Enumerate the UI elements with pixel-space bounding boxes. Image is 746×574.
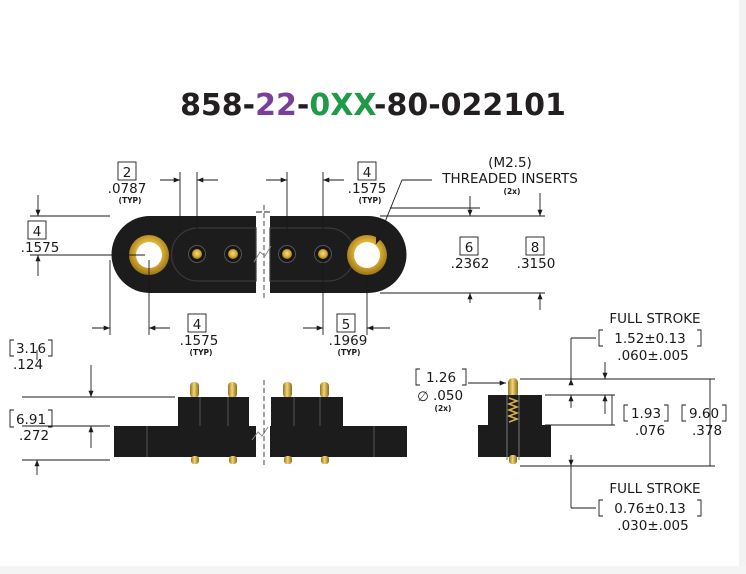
threaded-insert-left [129,235,169,275]
end-mid-mm: 1.93 [631,406,661,422]
dim-bottom-right-note: (TYP) [338,348,361,357]
stroke-bot-label: FULL STROKE [609,481,700,497]
right-edge-strip [739,0,746,574]
side-upper-block-left [178,397,249,426]
end-total-mm: 9.60 [689,406,719,422]
dim-edge-y: 4 .1575 [21,220,60,256]
end-flange [478,425,551,457]
side-flange-right [270,426,407,457]
dim-width-b: 8 .3150 [517,236,556,272]
dim-hole-off-in: .1575 [348,181,387,197]
part-suffix: -80-022101 [374,88,566,123]
dim-width-a-in: .2362 [451,256,490,272]
callout-stroke-bottom: FULL STROKE 0.76±0.13 .030±.005 [598,481,702,534]
dim-side-lower-in: .272 [19,428,49,444]
part-separator: - [296,88,310,123]
side-pins-bottom [191,456,329,464]
part-number-title: 858-22-0XX-80-022101 [0,88,746,123]
bottom-edge-strip [0,566,746,574]
end-mid-in: .076 [635,423,665,439]
stroke-bot-in: .030±.005 [617,518,688,534]
dim-side-upper: 3.16 .124 [9,339,53,373]
dim-pin-diameter: 1.26 ∅ .050 (2x) [415,368,467,413]
dim-pitch-note: (TYP) [119,196,142,205]
thread-label: THREADED INSERTS [441,171,578,187]
top-view: 2 .0787 (TYP) 4 .1575 (TYP) (M2.5) THREA… [21,155,578,357]
pin-top-4 [314,245,332,263]
dim-bottom-left: 4 .1575 (TYP) [180,313,219,357]
stroke-top-in: .060±.005 [617,348,688,364]
break-mark-top [253,245,272,263]
end-total-in: .378 [692,423,722,439]
end-pin-bottom [509,455,517,464]
dim-width-a: 6 .2362 [451,236,490,272]
break-mark-side [251,426,269,441]
side-upper-block-right [271,397,343,426]
dim-side-upper-in: .124 [13,357,43,373]
stroke-top-label: FULL STROKE [609,311,700,327]
pin-top-3 [278,245,296,263]
part-prefix: 858- [180,88,256,123]
dim-side-lower: 6.91 .272 [9,409,53,444]
dim-end-total: 9.60 .378 [681,404,727,439]
side-view: 3.16 .124 6.91 .272 [9,339,407,475]
dim-hole-off-note: (TYP) [359,196,382,205]
pin-dia-symbol: ∅ [417,389,429,405]
dim-edge-y-mm: 4 [33,224,42,240]
thread-spec: (M2.5) [488,155,532,171]
pin-dia-mm: 1.26 [426,370,456,386]
dim-bottom-right: 5 .1969 (TYP) [329,313,368,357]
side-pins-top [190,382,329,398]
pin-channel-left [170,227,257,282]
dim-width-b-in: .3150 [517,256,556,272]
part-code-1: 22 [255,88,297,123]
dim-width-b-mm: 8 [531,240,540,256]
top-dim-lines [30,172,545,335]
pin-dia-in: .050 [433,388,463,404]
dim-pitch: 2 .0787 (TYP) [108,161,147,205]
dim-bottom-left-in: .1575 [180,333,219,349]
dim-bottom-right-mm: 5 [342,317,351,333]
thread-count: (2x) [504,187,521,196]
dim-side-lower-mm: 6.91 [16,412,46,428]
side-dim-lines [22,350,175,475]
end-dim-lines [468,337,715,509]
dim-bottom-left-note: (TYP) [190,348,213,357]
end-view: FULL STROKE 1.52±0.13 .060±.005 1.26 ∅ .… [415,311,727,534]
pin-dia-count: (2x) [435,404,452,413]
side-flange-left [114,426,256,457]
dim-hole-off-mm: 4 [363,165,372,181]
callout-stroke-top: FULL STROKE 1.52±0.13 .060±.005 [598,311,702,364]
stroke-top-mm: 1.52±0.13 [614,331,685,347]
dim-end-mid: 1.93 .076 [623,404,669,439]
threaded-insert-right [347,235,387,275]
part-code-2: 0XX [309,88,375,123]
dim-bottom-left-mm: 4 [193,317,202,333]
dim-bottom-right-in: .1969 [329,333,368,349]
end-spring [506,397,520,423]
dim-pitch-in: .0787 [108,181,147,197]
dim-width-a-mm: 6 [465,240,474,256]
end-pin-top [508,378,518,398]
pin-top-1 [188,245,206,263]
dim-edge-y-in: .1575 [21,240,60,256]
dim-hole-off: 4 .1575 (TYP) [348,161,387,205]
callout-threaded-inserts: (M2.5) THREADED INSERTS (2x) [441,155,578,196]
dim-side-upper-mm: 3.16 [16,341,46,357]
stroke-bot-mm: 0.76±0.13 [614,501,685,517]
pin-top-2 [224,245,242,263]
dim-pitch-mm: 2 [123,165,132,181]
